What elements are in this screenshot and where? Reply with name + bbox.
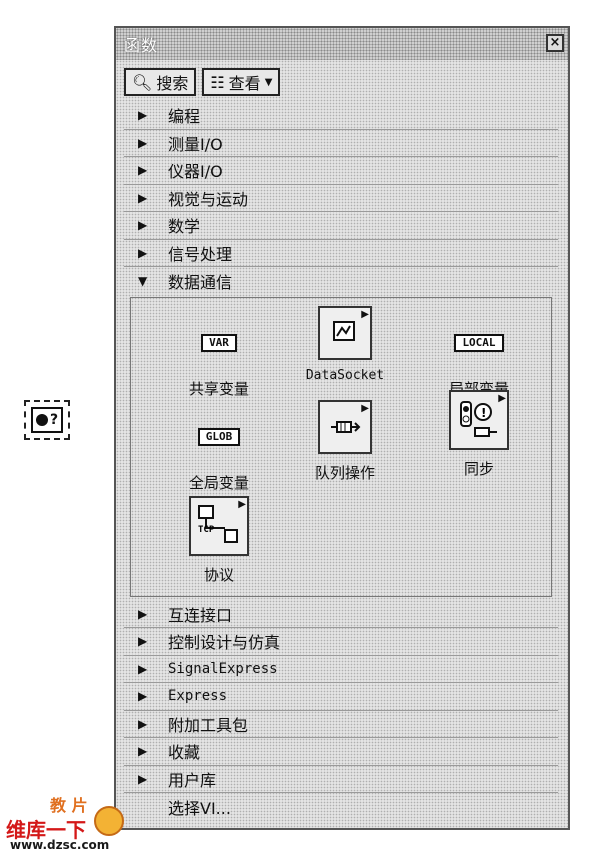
expand-arrow-icon: ▶ [138,606,148,621]
help-question-mark: ? [49,412,59,428]
expand-arrow-icon: ▶ [138,634,148,649]
expand-arrow-icon: ▶ [138,771,148,786]
item-caption: 全局变量 [188,473,249,492]
datasocket-item[interactable]: ▶ DataSocket [285,305,405,383]
category-label: 收藏 [168,743,201,763]
submenu-arrow-icon: ▶ [361,308,369,320]
protocols-icon: ▶ TCP [189,495,249,556]
local-icon: LOCAL [454,333,504,352]
queue-operations-item[interactable]: ▶ 队列操作 [285,399,405,483]
functions-palette: 函数 × 🔍︎ 搜索 ☷ 查看 ▼ ▶ 编程 ▶ 测量I/O ▶ 仪器I/O ▶ 视觉与… [114,26,570,830]
expand-arrow-icon: ▶ [138,163,148,178]
category-programming[interactable]: ▶ 编程 [124,102,558,130]
tcp-label: TCP [198,525,215,535]
submenu-arrow-icon: ▶ [498,392,506,404]
submenu-arrow-icon: ▶ [361,402,369,414]
category-instrument-io[interactable]: ▶ 仪器I/O [124,157,558,185]
item-caption: 协议 [203,565,234,584]
watermark-url: www.dzsc.com [10,838,110,852]
category-measurement-io[interactable]: ▶ 测量I/O [124,130,558,157]
category-mathematics[interactable]: ▶ 数学 [124,212,558,240]
help-glyph: ? [31,407,63,433]
category-label: 视觉与运动 [168,189,249,209]
item-caption: 同步 [463,459,494,478]
expand-arrow-icon: ▶ [138,218,148,233]
category-user-libraries[interactable]: ▶ 用户库 [124,766,558,793]
watermark-line2: 维库一下 [6,818,86,842]
expand-arrow-icon: ▶ [138,245,148,260]
category-vision-motion[interactable]: ▶ 视觉与运动 [124,185,558,212]
view-button[interactable]: ☷ 查看 ▼ [202,68,281,96]
category-label: SignalExpress [168,660,278,677]
category-favorites[interactable]: ▶ 收藏 [124,738,558,766]
context-help-icon[interactable]: ? [24,400,70,440]
category-data-communication[interactable]: ▼ 数据通信 [124,267,558,295]
category-connectivity[interactable]: ▶ 互连接口 [124,601,558,628]
category-label: 数据通信 [168,272,233,292]
palette-toolbar: 🔍︎ 搜索 ☷ 查看 ▼ [124,68,281,98]
synchronization-icon: ▶ ! [449,389,509,450]
category-label: 测量I/O [168,134,223,154]
close-icon[interactable]: × [546,34,564,52]
protocols-item[interactable]: ▶ TCP 协议 [159,495,279,585]
watermark-line1: 教 片 [50,796,88,815]
palette-title: 函数 [124,36,159,55]
synchronization-item[interactable]: ▶ ! 同步 [419,389,539,479]
search-button[interactable]: 🔍︎ 搜索 [124,68,197,96]
queue-icon: ▶ [318,399,372,454]
collapse-arrow-icon: ▼ [138,273,148,288]
glob-icon: GLOB [197,427,241,446]
expand-arrow-icon: ▶ [138,716,148,731]
category-label: 信号处理 [168,244,233,264]
category-label: 用户库 [168,770,217,790]
item-caption: 队列操作 [314,463,375,482]
chevron-down-icon: ▼ [264,76,273,88]
category-control-design-simulation[interactable]: ▶ 控制设计与仿真 [124,628,558,656]
watermark-logo: 教 片 维库一下 www.dzsc.com [2,792,142,852]
expand-arrow-icon: ▶ [138,108,148,123]
var-icon: VAR [201,333,237,352]
expand-arrow-icon: ▶ [138,689,148,704]
smiley-face-icon [94,806,124,836]
category-label: 数学 [168,217,201,237]
expand-arrow-icon: ▶ [138,744,148,759]
view-button-label: 查看 [228,74,261,93]
local-variable-item[interactable]: LOCAL 局部变量 [419,316,539,399]
category-label: Express [168,688,228,705]
search-icon: 🔍︎ [132,72,153,92]
shared-variable-item[interactable]: VAR 共享变量 [159,316,279,399]
global-variable-item[interactable]: GLOB 全局变量 [159,410,279,493]
svg-text:!: ! [481,406,486,420]
category-label: 附加工具包 [168,715,249,735]
select-vi-item[interactable]: 选择VI... [124,793,558,821]
category-list: ▶ 编程 ▶ 测量I/O ▶ 仪器I/O ▶ 视觉与运动 ▶ 数学 ▶ 信号处理 ▼ 数据通信… [124,102,558,821]
category-signal-processing[interactable]: ▶ 信号处理 [124,240,558,267]
category-label: 互连接口 [168,605,233,625]
data-communication-subpalette: VAR 共享变量 ▶ DataSocket LOCAL 局部变量 GLOB 全局… [130,296,552,597]
expand-arrow-icon: ▶ [138,661,148,676]
category-express[interactable]: ▶ Express [124,683,558,711]
category-addons[interactable]: ▶ 附加工具包 [124,711,558,738]
select-vi-label: 选择VI... [168,798,231,818]
datasocket-icon: ▶ [318,305,372,360]
expand-arrow-icon: ▶ [138,135,148,150]
search-button-label: 搜索 [156,74,189,93]
category-label: 仪器I/O [168,162,223,182]
item-caption: DataSocket [305,367,385,383]
expand-arrow-icon: ▶ [138,190,148,205]
category-label: 控制设计与仿真 [168,633,281,653]
category-signalexpress[interactable]: ▶ SignalExpress [124,656,558,683]
palette-titlebar[interactable]: 函数 × [116,28,568,60]
submenu-arrow-icon: ▶ [238,498,246,510]
list-icon: ☷ [210,72,225,92]
category-label: 编程 [168,107,201,127]
item-caption: 共享变量 [188,379,249,398]
help-dot-icon [35,414,48,426]
